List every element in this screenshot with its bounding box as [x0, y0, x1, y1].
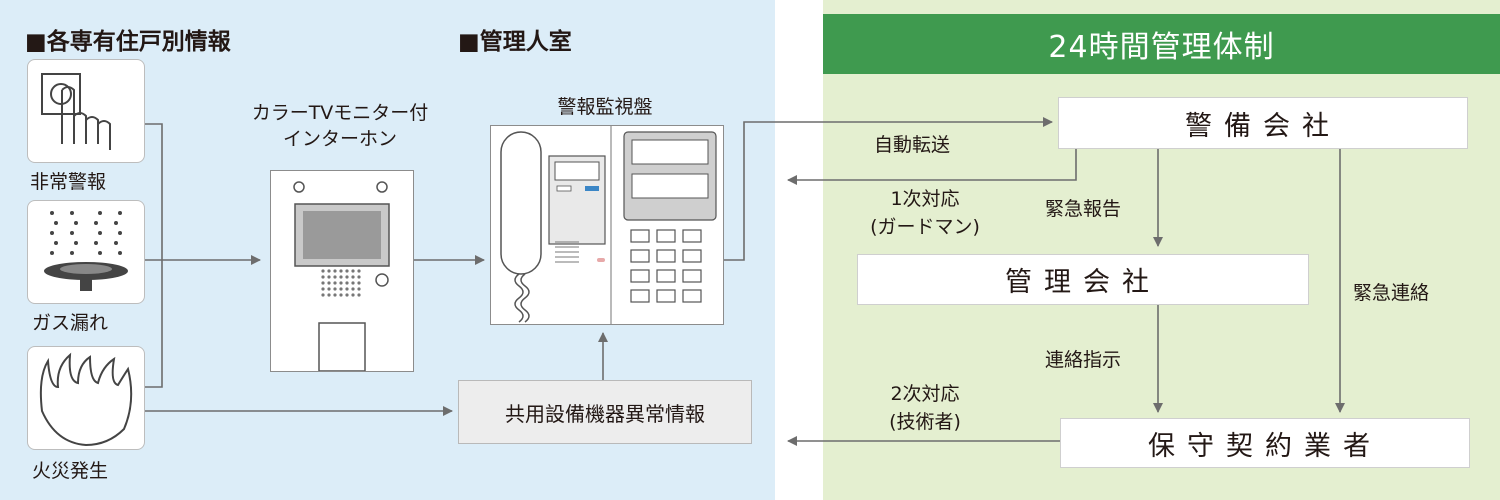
alarm-panel-icon [500, 126, 717, 324]
second-response-label: 2次対応 (技術者) [855, 380, 995, 436]
first-response-label: 1次対応 (ガードマン) [840, 185, 1010, 241]
intercom-caption-line2: インターホン [282, 128, 397, 150]
contact-instruction-label: 連絡指示 [1045, 349, 1122, 371]
fire-card [27, 346, 145, 450]
flame-icon [39, 352, 133, 447]
intercom-icon [293, 181, 390, 372]
gas-burner-icon [44, 211, 128, 291]
intercom-caption-line1: カラーTVモニター付 [251, 102, 429, 124]
contractor-box: 保守契約業者 [1060, 418, 1470, 468]
alarm-panel-caption: 警報監視盤 [557, 96, 653, 118]
alarm-label: 非常警報 [30, 171, 107, 193]
emergency-contact-label: 緊急連絡 [1353, 282, 1430, 304]
auto-transfer-label: 自動転送 [874, 134, 951, 156]
alarm-button-card [27, 59, 145, 163]
contractor-label: 保守契約業者 [1148, 430, 1382, 462]
first-response-line1: 1次対応 [890, 188, 960, 210]
emergency-report-label: 緊急報告 [1045, 198, 1122, 220]
security-company-label: 警備会社 [1185, 110, 1341, 142]
residence-info-heading: ■各専有住戸別情報 [25, 29, 231, 55]
manager-room-heading: ■管理人室 [458, 29, 572, 55]
management-banner: 24時間管理体制 [823, 14, 1500, 74]
fire-label: 火災発生 [32, 460, 109, 482]
first-response-line2: (ガードマン) [870, 216, 980, 238]
management-company-box: 管理会社 [857, 254, 1309, 305]
management-company-label: 管理会社 [1005, 267, 1161, 298]
auto-transfer-arrow [722, 117, 1053, 261]
alarm-panel-device [490, 125, 724, 325]
gas-card [27, 200, 145, 304]
management-panel [823, 0, 1500, 500]
common-equipment-box: 共用設備機器異常情報 [458, 380, 752, 444]
intercom-device [270, 170, 414, 372]
security-company-box: 警備会社 [1058, 97, 1468, 149]
first-response-arrow [787, 146, 1077, 185]
second-response-line1: 2次対応 [890, 383, 960, 405]
sensor-bracket-line [143, 123, 163, 388]
gas-label: ガス漏れ [32, 312, 109, 334]
second-response-line2: (技術者) [889, 411, 961, 433]
intercom-caption: カラーTVモニター付 インターホン [205, 100, 475, 152]
push-button-icon [41, 73, 111, 150]
